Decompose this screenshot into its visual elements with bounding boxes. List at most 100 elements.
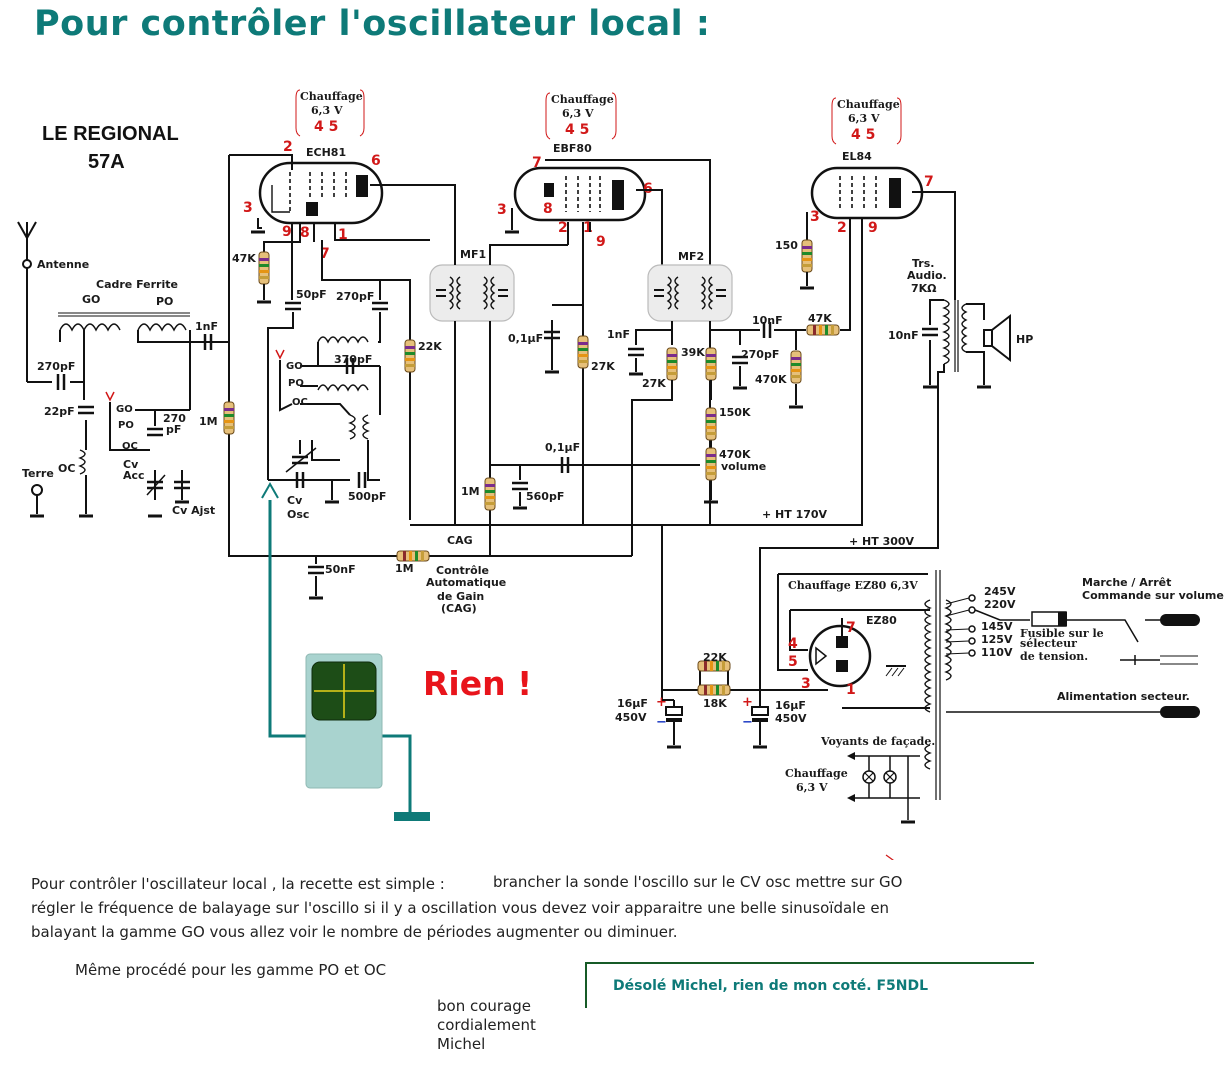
ech81-name: ECH81 (306, 146, 346, 159)
ez80-name: EZ80 (866, 614, 897, 627)
mains-transformer (924, 570, 952, 800)
ech81-heater-volt: 6,3 V (311, 104, 343, 117)
switch2-oc: OC (292, 397, 308, 408)
c-10nf-out-label: 10nF (888, 329, 919, 342)
ech81-pin-2: 2 (283, 139, 293, 155)
mains-label: Alimentation secteur. (1057, 690, 1190, 703)
tap-125v: 125V (981, 633, 1013, 646)
voltage-selector[interactable] (945, 594, 1030, 657)
c-270pf-det-label: 270pF (741, 348, 779, 361)
fuse-label-3: de tension. (1020, 650, 1088, 663)
c-500pf-label: 500pF (348, 490, 386, 503)
ez80-tube (808, 618, 872, 688)
c-270pf-osc-label: 270pF (336, 290, 374, 303)
mf1-label: MF1 (460, 248, 486, 261)
svg-text:+: + (656, 695, 667, 710)
ferrite-coil (58, 312, 190, 332)
body-line-2: régler le fréquence de balayage sur l'os… (31, 899, 890, 917)
pilot-lights (847, 752, 920, 820)
svg-text:+: + (742, 695, 753, 710)
ebf80-pin-7: 7 (532, 155, 542, 171)
audio-transformer (942, 299, 968, 372)
el84-pin-7: 7 (924, 174, 934, 190)
ez80-pin-3: 3 (801, 676, 811, 692)
signoff-3: Michel (437, 1035, 486, 1053)
r-1m-b-label: 1M (461, 485, 480, 498)
r-150k-label: 150K (719, 406, 751, 419)
mains-plug-top (1160, 614, 1200, 626)
r-47k-cpl-label: 47K (808, 312, 832, 325)
ferrite-go-label: GO (82, 293, 100, 306)
c-10nf-cpl-label: 10nF (752, 314, 783, 327)
c-270pf-ant-label: 270pF (37, 360, 75, 373)
r-22k-ps-label: 22K (703, 651, 727, 664)
speaker-icon (983, 313, 1011, 363)
cag-label: CAG (447, 534, 473, 547)
ez80-pin-7: 7 (846, 620, 856, 636)
cv-acc-label-2: Acc (123, 469, 145, 482)
ferrite-label: Cadre Ferrite (96, 278, 178, 291)
cag-full-1: Contrôle (436, 564, 489, 577)
mains-plug-bottom (1160, 706, 1200, 718)
model-name: LE REGIONAL (42, 123, 179, 145)
ebf80-heater-volt: 6,3 V (562, 107, 594, 120)
ebf80-heater-pins: 4 5 (565, 122, 589, 138)
switch1-oc: OC (122, 441, 138, 452)
el84-tube (810, 166, 924, 220)
fuse (1031, 611, 1067, 627)
c-370pf-label: 370pF (334, 353, 372, 366)
ech81-heater-label: Chauffage (300, 90, 363, 103)
ez80-pin-4: 4 (788, 636, 798, 652)
r-470k-vol-label: 470K (719, 448, 751, 461)
c-50pf-osc-label: 50pF (296, 288, 327, 301)
rien-label: Rien ! (423, 664, 533, 703)
switch1-po: PO (118, 420, 134, 431)
ebf80-tube (513, 166, 647, 222)
c-16uf-b-volt: 450V (775, 712, 807, 725)
el84-heater-label: Chauffage (837, 98, 900, 111)
ferrite-po-label: PO (156, 295, 173, 308)
switch1-go: GO (116, 404, 133, 415)
switch2-go: GO (286, 361, 303, 372)
cv-acc-label: Cv (123, 458, 139, 471)
c-16uf-a-volt: 450V (615, 711, 647, 724)
audio-transformer-label: Trs. (912, 257, 934, 270)
body-line-4: Même procédé pour les gamme PO et OC (75, 961, 387, 979)
r-39k-label: 39K (681, 346, 705, 359)
ebf80-pin-1: 1 (583, 220, 593, 236)
ech81-heater-pins: 4 5 (314, 119, 338, 135)
ground-label: Terre (22, 467, 54, 480)
page-title: Pour contrôler l'oscillateur local : (34, 4, 711, 44)
el84-heater-pins: 4 5 (851, 127, 875, 143)
ech81-tube (258, 161, 384, 225)
switch-label-2: Commande sur volume (1082, 589, 1224, 602)
fuse-label-2: sélecteur (1020, 637, 1077, 650)
body-line-1b: brancher la sonde l'oscillo sur le CV os… (493, 873, 903, 891)
c-01uf-mf1-label: 0,1µF (508, 332, 543, 345)
audio-transformer-label-2: Audio. (907, 269, 947, 282)
fuse-label: Fusible sur le (1020, 627, 1104, 640)
ech81-pin-9: 9 (282, 224, 292, 240)
ech81-pin-1: 1 (338, 227, 348, 243)
ech81-pin-3: 3 (243, 200, 253, 216)
ebf80-pin-2: 2 (558, 220, 568, 236)
el84-name: EL84 (842, 150, 872, 163)
r-18k-ps-label: 18K (703, 697, 727, 710)
cv-ajst-label: Cv Ajst (172, 504, 215, 517)
svg-text:−: − (656, 715, 667, 730)
ez80-pin-5: 5 (788, 654, 798, 670)
c-1nf-det-label: 1nF (607, 328, 630, 341)
switch-label: Marche / Arrêt (1082, 576, 1171, 589)
r-22k-osc-label: 22K (418, 340, 442, 353)
switch2-po: PO (288, 378, 304, 389)
schematic-diagram: LE REGIONAL 57A Antenne Cadre Ferrite GO… (17, 89, 1224, 860)
el84-pin-9: 9 (868, 220, 878, 236)
c-22pf-label: 22pF (44, 405, 75, 418)
reply-text: Désolé Michel, rien de mon coté. F5NDL (613, 978, 929, 994)
body-line-3: balayant la gamme GO vous allez voir le … (31, 923, 678, 941)
audio-transformer-label-3: 7KΩ (911, 282, 937, 295)
pilot-lights-label: Voyants de façade. (820, 735, 935, 748)
cag-full-4: (CAG) (441, 602, 477, 615)
ech81-pin-7: 7 (320, 246, 330, 262)
volume-label: volume (721, 460, 766, 473)
